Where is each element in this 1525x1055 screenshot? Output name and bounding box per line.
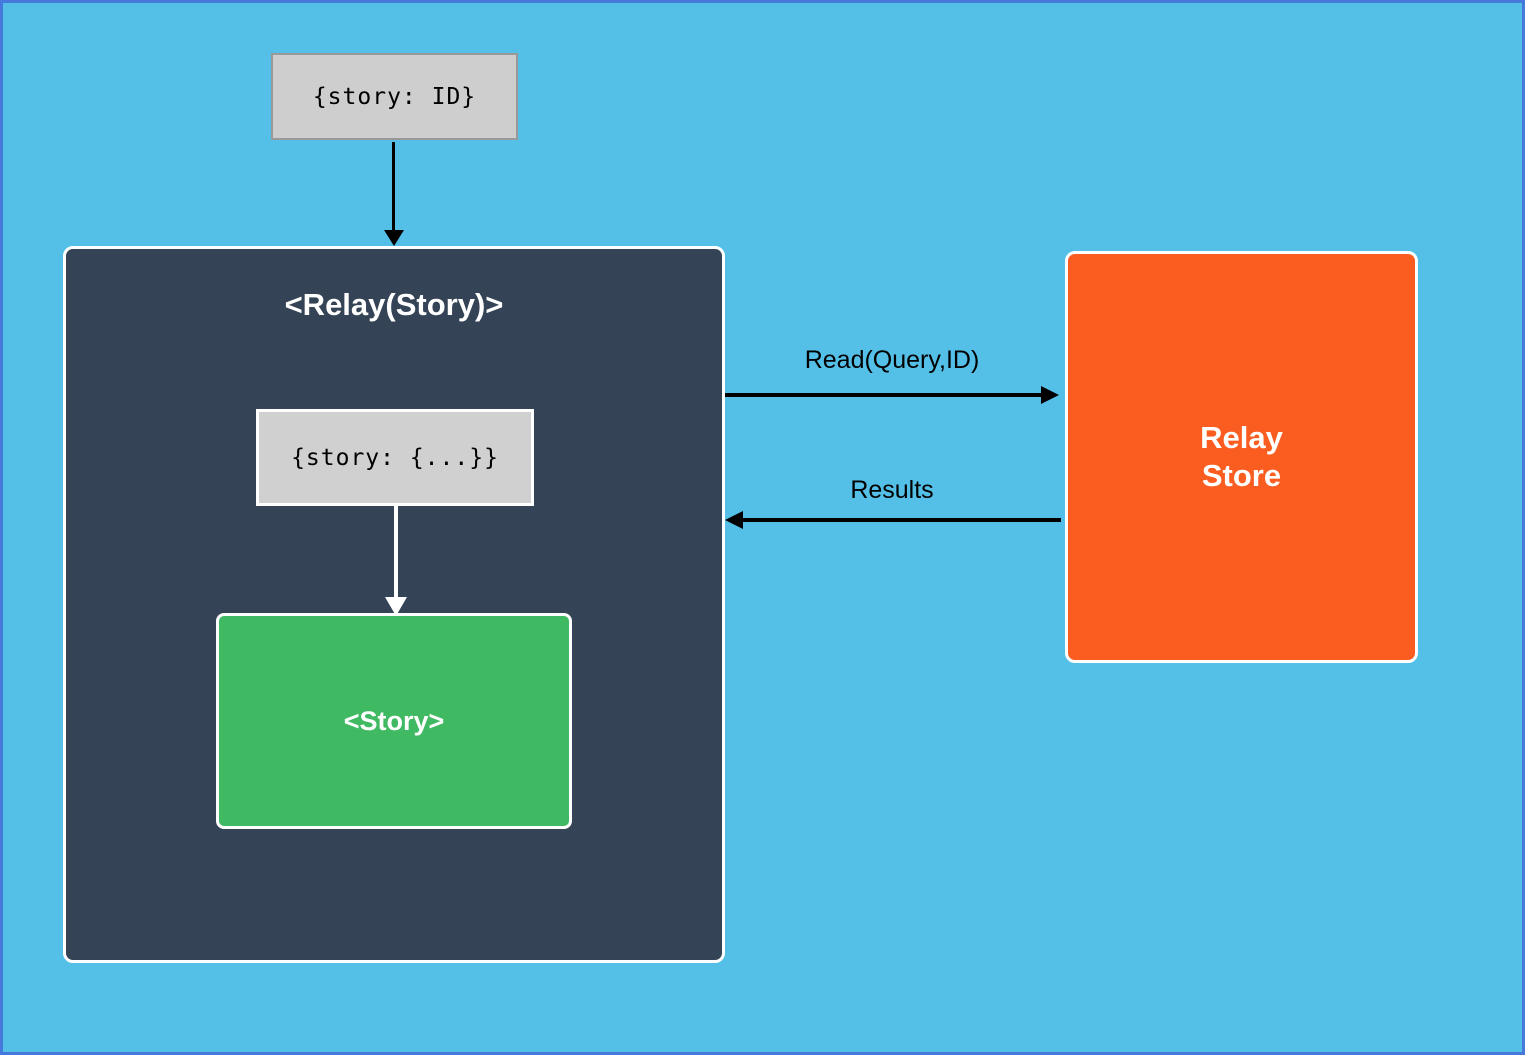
read-arrow-label: Read(Query,ID) — [804, 346, 980, 374]
relay-component-container: <Relay(Story)> {story: {...}} <Story> — [63, 246, 725, 963]
story-props-box: {story: {...}} — [256, 409, 534, 506]
story-component-box: <Story> — [216, 613, 572, 829]
query-id-box: {story: ID} — [271, 53, 518, 140]
query-id-label: {story: ID} — [312, 83, 477, 110]
story-component-label: <Story> — [343, 705, 445, 736]
relay-component-title: <Relay(Story)> — [284, 287, 504, 322]
relay-store-label-line2: Store — [1201, 458, 1282, 493]
results-arrow-label: Results — [850, 476, 934, 504]
read-arrow-line — [725, 393, 1045, 397]
results-arrow-line — [741, 518, 1061, 522]
results-arrow-head-icon — [725, 511, 743, 529]
read-arrow-head-icon — [1041, 386, 1059, 404]
relay-store-label-line1: Relay — [1200, 420, 1283, 455]
query-to-relay-arrow-head-icon — [384, 230, 404, 246]
props-to-story-arrow-head-icon — [385, 597, 407, 616]
story-props-label: {story: {...}} — [291, 444, 499, 471]
props-to-story-arrow-line — [394, 506, 398, 599]
relay-store-box: Relay Store — [1065, 251, 1418, 663]
query-to-relay-arrow-line — [392, 142, 395, 232]
